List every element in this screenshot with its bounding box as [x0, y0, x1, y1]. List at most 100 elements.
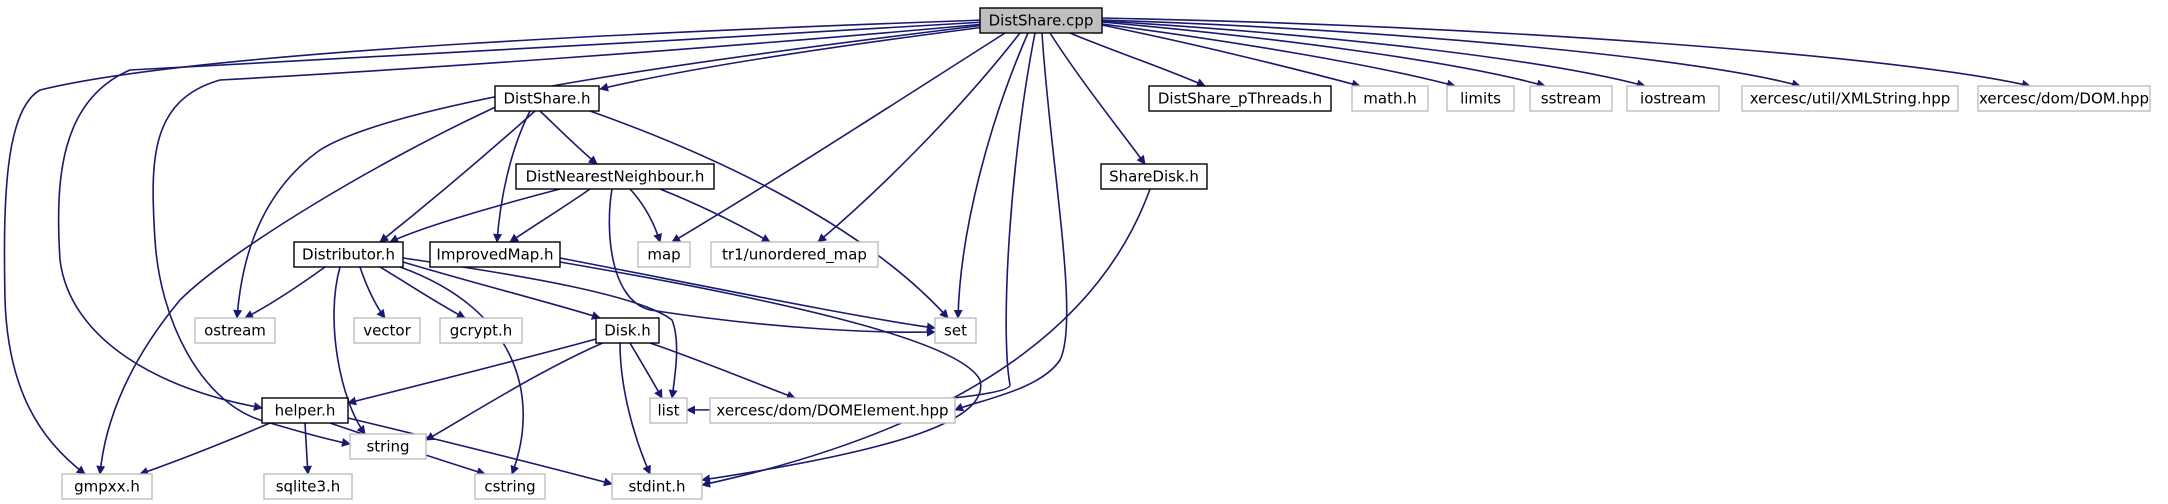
edge-line — [1069, 32, 1206, 87]
node-box — [1148, 85, 1332, 112]
edge-line — [402, 261, 601, 320]
edge-line — [379, 110, 536, 243]
node-box — [934, 317, 977, 344]
edge-distnearestneighbour_h-to-set — [608, 188, 936, 337]
edge-distributor_h-to-cstring — [399, 266, 524, 475]
edge-distshare_cpp-to-xmlstring_hpp — [1101, 19, 1801, 89]
edge-distshare_cpp-to-distshare_h — [599, 26, 986, 92]
node-distshare_h[interactable]: DistShare.h — [494, 85, 600, 112]
node-box — [1626, 85, 1720, 112]
edge-line — [608, 188, 936, 337]
edge-distshare_cpp-to-ostream — [233, 24, 986, 319]
node-gmpxx_h: gmpxx.h — [61, 473, 153, 500]
edge-distshare_cpp-to-iostream — [1101, 20, 1646, 89]
node-label: set — [944, 322, 967, 340]
node-box — [353, 317, 421, 344]
node-label: stdint.h — [628, 478, 685, 496]
node-dom_hpp: xercesc/dom/DOM.hpp — [1977, 85, 2151, 112]
edge-line — [953, 32, 1029, 319]
edge-distshare_cpp-to-sstream — [1101, 21, 1546, 89]
node-label: DistShare.h — [504, 90, 591, 108]
node-label: tr1/unordered_map — [722, 246, 867, 265]
node-label: limits — [1460, 90, 1501, 108]
node-distributor_h[interactable]: Distributor.h — [293, 241, 404, 268]
node-limits: limits — [1446, 85, 1515, 112]
node-distnearestneighbour_h[interactable]: DistNearestNeighbour.h — [515, 163, 715, 190]
edge-distshare_cpp-to-list — [686, 32, 1036, 415]
node-box — [61, 473, 153, 500]
edge-line — [347, 337, 601, 406]
node-label: iostream — [1640, 90, 1706, 108]
node-label: sqlite3.h — [276, 478, 341, 496]
edge-distshare_cpp-to-helper_h — [57, 21, 986, 412]
edge-line — [1101, 23, 1456, 89]
node-box — [515, 163, 715, 190]
edge-distributor_h-to-ostream — [244, 266, 326, 319]
node-label: math.h — [1363, 90, 1416, 108]
edge-improvedmap_h-to-stdint_h — [559, 261, 982, 484]
node-box — [474, 473, 546, 500]
edge-disk_h-to-stdint_h — [619, 342, 651, 475]
edge-line — [671, 32, 1006, 243]
edge-line — [1101, 17, 2031, 89]
edge-distributor_h-to-gcrypt_h — [379, 266, 466, 319]
node-box — [637, 241, 691, 268]
node-domelement_hpp: xercesc/dom/DOMElement.hpp — [709, 397, 956, 424]
node-ostream: ostream — [194, 317, 276, 344]
edge-line — [1101, 24, 1361, 89]
node-label: DistNearestNeighbour.h — [526, 168, 705, 186]
node-label: sstream — [1541, 90, 1601, 108]
edge-line — [244, 266, 326, 319]
edge-line — [139, 422, 271, 476]
node-cstring: cstring — [474, 473, 546, 500]
edge-line — [589, 110, 949, 319]
edge-line — [493, 110, 531, 243]
node-helper_h[interactable]: helper.h — [261, 397, 349, 424]
node-label: Disk.h — [604, 322, 651, 340]
edge-improvedmap_h-to-set — [559, 257, 936, 332]
node-stdint_h: stdint.h — [611, 473, 703, 500]
edge-distnearestneighbour_h-to-distributor_h — [389, 188, 561, 243]
node-distshare_pthreads_h[interactable]: DistShare_pThreads.h — [1148, 85, 1332, 112]
edge-helper_h-to-stdint_h — [347, 417, 613, 487]
edge-distshare_cpp-to-distshare_pthreads_h — [1069, 32, 1206, 87]
edge-distributor_h-to-list — [402, 257, 678, 399]
edge-distnearestneighbour_h-to-map — [629, 188, 663, 243]
node-disk_h[interactable]: Disk.h — [595, 317, 660, 344]
node-distshare_cpp[interactable]: DistShare.cpp — [979, 7, 1103, 34]
node-box — [1100, 163, 1208, 190]
node-label: map — [647, 246, 680, 264]
node-box — [263, 473, 353, 500]
edge-distributor_h-to-vector — [359, 266, 386, 319]
node-sharedisk_h[interactable]: ShareDisk.h — [1100, 163, 1208, 190]
edge-line — [659, 188, 771, 243]
edge-line — [347, 417, 613, 487]
edge-distshare_cpp-to-sharedisk_h — [1049, 32, 1146, 165]
edge-line — [559, 257, 936, 332]
node-improvedmap_h[interactable]: ImprovedMap.h — [429, 241, 561, 268]
edge-line — [629, 188, 663, 243]
edge-distshare_cpp-to-tr1_unordered_map — [817, 32, 1021, 243]
edge-line — [302, 422, 312, 475]
node-label: Distributor.h — [302, 246, 395, 264]
node-label: DistShare.cpp — [989, 12, 1094, 30]
node-iostream: iostream — [1626, 85, 1720, 112]
edge-distshare_cpp-to-map — [671, 32, 1006, 243]
node-label: vector — [363, 322, 411, 340]
node-box — [709, 397, 956, 424]
edge-line — [629, 342, 663, 399]
node-set: set — [934, 317, 977, 344]
node-box — [649, 397, 688, 424]
node-box — [1741, 85, 1959, 112]
edge-line — [1101, 19, 1801, 89]
edge-distnearestneighbour_h-to-improvedmap_h — [509, 188, 591, 243]
edge-distshare_h-to-set — [589, 110, 949, 319]
edge-line — [509, 188, 591, 243]
edge-distshare_cpp-to-domelement_hpp — [954, 32, 1068, 412]
edge-line — [359, 266, 386, 319]
node-box — [1977, 85, 2151, 112]
node-box — [439, 317, 523, 344]
node-sstream: sstream — [1529, 85, 1613, 112]
node-box — [979, 7, 1103, 34]
